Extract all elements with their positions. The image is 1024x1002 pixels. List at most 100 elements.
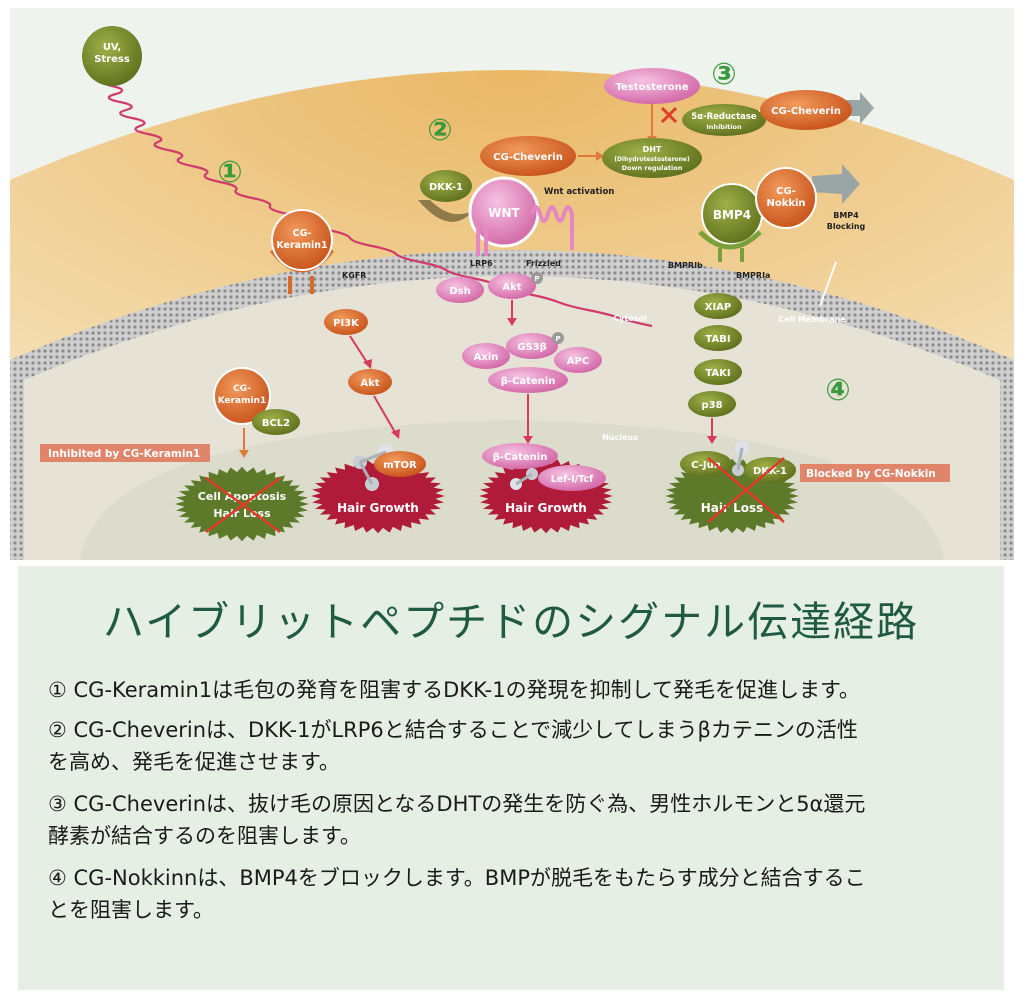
tabi-label: TABI — [705, 334, 730, 345]
bcl2-node — [252, 409, 300, 435]
p38-label: p38 — [701, 400, 722, 411]
page-title: ハイブリットペプチドのシグナル伝達経路 — [102, 598, 920, 646]
cg-cheverin-mid-label: CG-Cheverin — [493, 152, 563, 163]
description-line: ② CG-Cheverinは、DKK-1がLRP6と結合することで減少してしまう… — [48, 718, 858, 742]
molecule-icon-3 — [732, 441, 749, 476]
dht-label-1: DHT — [643, 145, 662, 154]
phospho-label-2: P — [555, 335, 560, 343]
dht-label-3: Down regulation — [622, 164, 683, 172]
akt-wnt-node — [488, 273, 536, 299]
description-item-3: ③ CG-Cheverinは、抜け毛の原因となるDHTの発生を防ぐ為、男性ホルモ… — [48, 788, 988, 852]
phospho-label-1: P — [534, 275, 539, 283]
apoptosis-x-mark — [205, 476, 281, 534]
frizzled-receptor — [530, 205, 574, 250]
wnt-activation-label: Wnt activation — [544, 187, 614, 197]
uv-stress-node — [82, 26, 142, 86]
testosterone-node — [604, 68, 700, 104]
bmp4-label: BMP4 — [713, 208, 751, 222]
cg-keramin-low-label-1: CG- — [233, 384, 251, 394]
cg-nokkin-node — [755, 167, 817, 229]
apc-node — [554, 347, 602, 373]
axin-node — [462, 343, 510, 369]
b-catenin-nuc-node — [482, 443, 558, 469]
inhibited-box — [40, 444, 210, 462]
cg-keramin-top-label-1: CG- — [293, 228, 312, 239]
tabi-node — [694, 325, 742, 351]
description-item-2: ② CG-Cheverinは、DKK-1がLRP6と結合することで減少してしまう… — [48, 714, 988, 778]
pathway-number-4: ④ — [825, 373, 850, 408]
akt-left-label: Akt — [360, 378, 379, 389]
kgfr-label: KGFR — [342, 271, 366, 280]
cell-membrane-label: Cell Membrane — [778, 315, 846, 324]
description-line: ③ CG-Cheverinは、抜け毛の原因となるDHTの発生を防ぐ為、男性ホルモ… — [48, 792, 866, 816]
axin-label: Axin — [474, 352, 499, 363]
uv-label-2: Stress — [94, 54, 130, 65]
bmpr-receptor-right — [718, 248, 744, 262]
lrp6-label: LRP6 — [470, 259, 493, 268]
dkk1-label: DKK-1 — [429, 182, 463, 193]
taki-label: TAKI — [705, 368, 730, 379]
blocked-box — [800, 464, 950, 482]
dsh-node — [436, 277, 484, 303]
uv-label-1: UV, — [103, 42, 121, 53]
b-catenin-label: β-Catenin — [501, 376, 556, 387]
bmp4-blocking-arrow — [812, 164, 860, 204]
description-item-4: ④ CG-Nokkinnは、BMP4をブロックします。BMPが脱毛をもたらす成分… — [48, 862, 988, 926]
reductase-label-2: Inhibition — [706, 123, 742, 131]
description-line: ① CG-Keramin1は毛包の発育を阻害するDKK-1の発現を抑制して発毛を… — [48, 678, 860, 702]
hair-growth-2-label: Hair Growth — [505, 501, 587, 515]
description-item-1: ① CG-Keramin1は毛包の発育を阻害するDKK-1の発現を抑制して発毛を… — [48, 674, 988, 706]
reductase-node — [682, 104, 766, 136]
dkk1-nuc-label: DKK-1 — [753, 466, 787, 477]
testosterone-label: Testosterone — [615, 82, 688, 93]
cg-keramin-top-node — [271, 209, 333, 271]
description-line: を高め、発毛を促進させます。 — [48, 750, 340, 774]
akt-left-node — [348, 369, 392, 395]
bmprib-label: BMPRIb — [668, 261, 703, 270]
blocked-label: Blocked by CG-Nokkin — [806, 468, 936, 480]
cg-cheverin-top-node — [760, 90, 852, 130]
phospho-marker-1 — [531, 272, 543, 284]
gs3b-node — [506, 333, 558, 359]
lef-node — [538, 465, 606, 491]
cg-cheverin-mid-node — [480, 136, 576, 176]
description-line: 酵素が結合するのを阻害します。 — [48, 824, 361, 848]
cjun-label: C-Jun — [691, 460, 721, 471]
pathway-number-2: ② — [427, 113, 452, 148]
cg-nokkin-label-1: CG- — [776, 186, 796, 197]
mtor-node — [374, 451, 426, 477]
lrp6-receptor — [476, 226, 488, 256]
dsh-label: Dsh — [449, 286, 470, 297]
b-catenin-nuc-label: β-Catenin — [493, 452, 548, 463]
molecule-icon-2 — [510, 468, 538, 490]
b-catenin-node — [488, 367, 568, 393]
pi3k-node — [324, 309, 368, 335]
signal-pathway-diagram: UV, Stress ① ② ③ ④ Testosterone 5α-Reduc… — [10, 8, 1014, 560]
akt-wnt-label: Akt — [502, 282, 521, 293]
dht-label-2: (Dihydrotestosterone) — [614, 156, 690, 163]
cytosol-label: Cytosol — [613, 314, 647, 323]
description-panel: ハイブリットペプチドのシグナル伝達経路 ① CG-Keramin1は毛包の発育を… — [18, 566, 1004, 990]
apoptosis-label-1: Cell Apoptosis — [198, 490, 287, 503]
bmp4-blocking-label-2: Blocking — [827, 222, 866, 231]
frizzled-label: Frizzled — [526, 259, 561, 268]
inhibited-label: Inhibited by CG-Keramin1 — [48, 448, 200, 460]
xiap-node — [694, 293, 742, 319]
lef-label: Lef-I/Tcf — [551, 474, 594, 485]
hair-growth-1-label: Hair Growth — [337, 501, 419, 515]
pathway-number-3: ③ — [711, 57, 736, 92]
pathway-number-1: ① — [217, 155, 242, 190]
dkk1-node — [420, 170, 472, 202]
block-x-mark — [660, 106, 678, 124]
bmp4-blocking-label-1: BMP4 — [833, 211, 859, 220]
cg-nokkin-label-2: Nokkin — [766, 198, 805, 209]
cjun-node — [680, 451, 732, 477]
description-line: ④ CG-Nokkinnは、BMP4をブロックします。BMPが脱毛をもたらす成分… — [48, 866, 866, 890]
cg-keramin-low-node — [213, 367, 271, 425]
xiap-label: XIAP — [705, 302, 732, 313]
taki-node — [694, 359, 742, 385]
reductase-label-1: 5α-Reductase — [691, 112, 757, 122]
apc-label: APC — [567, 356, 589, 367]
hair-growth-1-burst — [311, 458, 445, 534]
